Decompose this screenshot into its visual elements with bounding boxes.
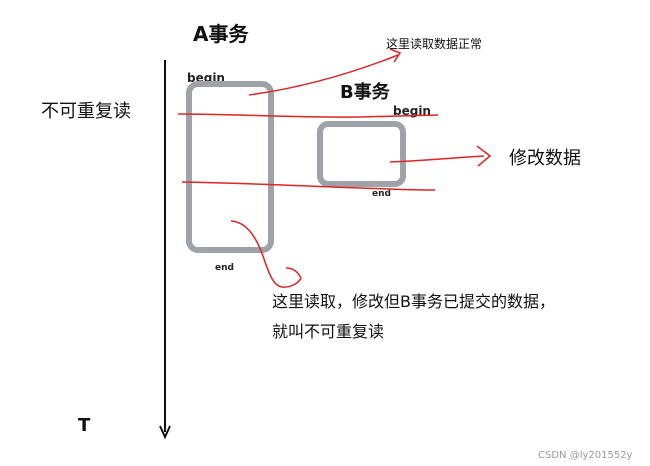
red-arrow-bottom-head: [285, 267, 302, 279]
red-arrow-bottom: [230, 220, 302, 288]
annotation-bottom-line2: 就叫不可重复读: [272, 322, 384, 341]
b-end-label: end: [372, 189, 391, 199]
red-arrow-modify: [389, 155, 485, 163]
b-begin-label: begin: [393, 104, 431, 118]
annotation-modify: 修改数据: [509, 148, 581, 169]
red-line-upper: [177, 113, 439, 118]
transaction-a-box: [186, 81, 274, 253]
annotation-bottom-line1: 这里读取，修改但B事务已提交的数据，: [272, 292, 555, 311]
red-arrow-top: [248, 54, 399, 96]
csdn-watermark: CSDN @ly201552y: [538, 450, 633, 461]
red-line-lower: [181, 181, 436, 191]
transaction-b-box: [317, 121, 406, 187]
a-end-label: end: [215, 263, 234, 273]
annotation-top: 这里读取数据正常: [386, 36, 482, 51]
transaction-b-title: B事务: [340, 81, 391, 103]
time-axis-arrow: [159, 425, 171, 440]
red-arrow-top-head: [389, 48, 402, 63]
left-label: 不可重复读: [41, 101, 131, 122]
red-arrow-modify-head: [476, 145, 492, 167]
transaction-a-title: A事务: [193, 22, 249, 46]
time-axis-label: T: [78, 415, 91, 436]
